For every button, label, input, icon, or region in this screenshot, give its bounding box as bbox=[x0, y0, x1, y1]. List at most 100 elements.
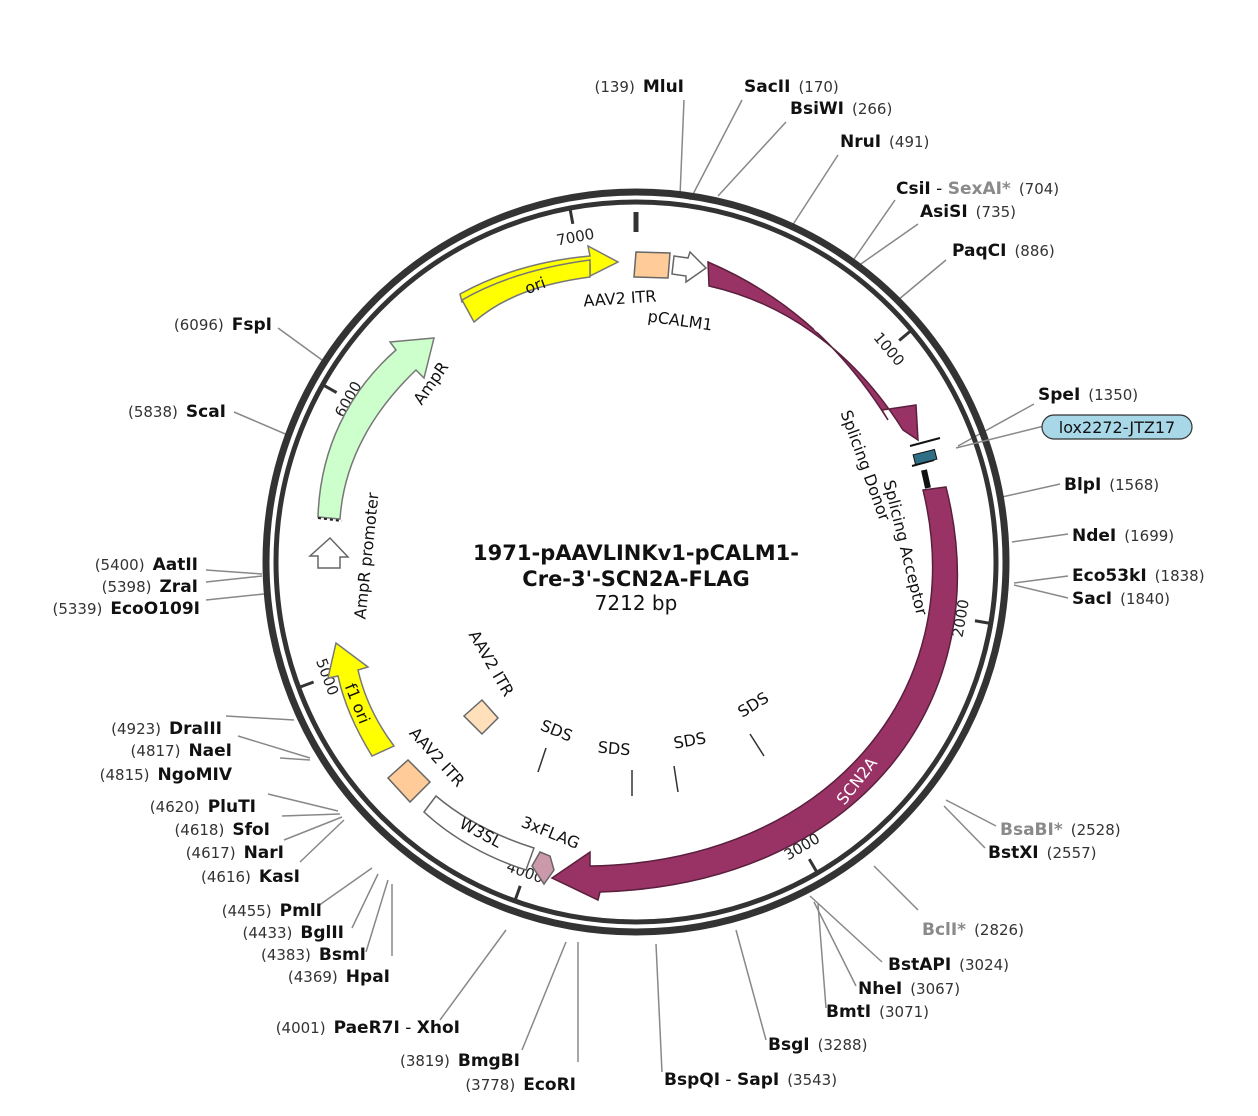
site-label: (4815) NgoMIV bbox=[100, 765, 233, 785]
tick-5000 bbox=[299, 680, 315, 689]
site-label: BstAPI (3024) bbox=[888, 955, 1009, 975]
site-name: Eco53kI bbox=[1072, 566, 1147, 586]
site-name: ZraI bbox=[159, 577, 198, 597]
site-name: FspI bbox=[232, 315, 272, 335]
site-pos: (5400) bbox=[95, 556, 145, 574]
feature-label-pcalm1: pCALM1 bbox=[647, 307, 714, 335]
site-pos: (1350) bbox=[1088, 386, 1138, 404]
site-name: EcoO109I bbox=[110, 599, 200, 619]
lox-marker bbox=[909, 437, 941, 489]
site-pos: (4923) bbox=[111, 720, 161, 738]
site-name: PaeR7I bbox=[334, 1018, 400, 1038]
site-label: (5400) AatII bbox=[95, 555, 198, 575]
site-name: DraIII bbox=[169, 719, 222, 739]
site-label: (4383) BsmI bbox=[261, 945, 366, 965]
site-name: BlpI bbox=[1064, 475, 1101, 495]
site-name: SacII bbox=[744, 77, 790, 97]
site-sep: - bbox=[720, 1070, 737, 1090]
site-label: BstXI (2557) bbox=[988, 843, 1097, 863]
site-pos: (2826) bbox=[974, 921, 1024, 939]
feature-ampr-promoter-arrow bbox=[308, 536, 350, 569]
site-pos: (4616) bbox=[201, 868, 251, 886]
backbone-outer bbox=[262, 188, 1010, 936]
site-spei: SpeI (1350) bbox=[1038, 385, 1138, 405]
site-label: PaqCI (886) bbox=[952, 241, 1055, 261]
site-scai: (5838) ScaI bbox=[128, 402, 226, 422]
site-label: (139) MluI bbox=[594, 77, 684, 97]
site-ecori: (3778) EcoRI bbox=[465, 1075, 576, 1095]
site-pos: (3288) bbox=[818, 1036, 868, 1054]
backbone-inner bbox=[273, 199, 999, 925]
site-label: SacII (170) bbox=[744, 77, 839, 97]
site-ecoo109i: (5339) EcoO109I bbox=[52, 599, 200, 619]
site-label: (4433) BglII bbox=[243, 923, 345, 943]
site-label: (3778) EcoRI bbox=[465, 1075, 576, 1095]
site-label: (6096) FspI bbox=[174, 315, 272, 335]
site-bsmi: (4383) BsmI bbox=[261, 945, 366, 965]
site-label: (5838) ScaI bbox=[128, 402, 226, 422]
feature-scn2a-arrow bbox=[550, 486, 959, 902]
feature-label-aav2-itr-inner: AAV2 ITR bbox=[465, 627, 518, 700]
site-bstxi: BstXI (2557) bbox=[988, 843, 1097, 863]
lox-leader bbox=[955, 425, 1045, 449]
site-pos: (4433) bbox=[243, 924, 293, 942]
site-name: ScaI bbox=[186, 402, 226, 422]
sds-tick-3 bbox=[673, 765, 679, 793]
site-paer7i: (4001) PaeR7I - XhoI bbox=[276, 1018, 460, 1038]
site-label: BsgI (3288) bbox=[768, 1035, 867, 1055]
site-name: NdeI bbox=[1072, 526, 1116, 546]
site-pos: (5838) bbox=[128, 403, 178, 421]
feature-label-splicing-acceptor: Splicing Acceptor bbox=[879, 478, 931, 618]
site-pos: (1699) bbox=[1124, 527, 1174, 545]
site-saci: SacI (1840) bbox=[1072, 589, 1170, 609]
site-name: SfoI bbox=[232, 820, 270, 840]
site-pos: (5339) bbox=[52, 600, 102, 618]
site-label: BmtI (3071) bbox=[826, 1002, 929, 1022]
site-eco53ki: Eco53kI (1838) bbox=[1072, 566, 1205, 586]
feature-aav2-itr-inner bbox=[462, 698, 500, 736]
site-label: Eco53kI (1838) bbox=[1072, 566, 1205, 586]
feature-cre-arrow bbox=[707, 260, 919, 442]
site-sacii: SacII (170) bbox=[744, 77, 839, 97]
sds-tick-1 bbox=[537, 747, 547, 773]
site-fspi: (6096) FspI bbox=[174, 315, 272, 335]
plasmid-name-line1: 1971-pAAVLINKv1-pCALM1- bbox=[473, 541, 799, 565]
site-asisi: AsiSI (735) bbox=[920, 202, 1016, 222]
site-name: BsmI bbox=[319, 945, 366, 965]
site-bsgi: BsgI (3288) bbox=[768, 1035, 867, 1055]
site-ngomiv: (4815) NgoMIV bbox=[100, 765, 233, 785]
site-name: PluTI bbox=[208, 797, 256, 817]
site-sfoi: (4618) SfoI bbox=[174, 820, 270, 840]
site-pos: (1840) bbox=[1120, 590, 1170, 608]
site-label: CsiI - SexAI* (704) bbox=[896, 179, 1059, 199]
tick-1000 bbox=[898, 330, 911, 342]
site-name: PaqCI bbox=[952, 241, 1006, 261]
site-pos: (6096) bbox=[174, 316, 224, 334]
site-pos: (491) bbox=[889, 133, 929, 151]
site-name: NarI bbox=[244, 843, 284, 863]
site-pos: (266) bbox=[852, 100, 892, 118]
feature-label-sds-1: SDS bbox=[538, 716, 575, 746]
feature-f1ori-arrow bbox=[327, 641, 396, 757]
site-sep: - bbox=[931, 179, 948, 199]
site-label: (5339) EcoO109I bbox=[52, 599, 200, 619]
site-pos: (4815) bbox=[100, 766, 150, 784]
site-paqci: PaqCI (886) bbox=[952, 241, 1055, 261]
site-label: NruI (491) bbox=[840, 132, 929, 152]
site-pluti: (4620) PluTI bbox=[150, 797, 256, 817]
site-aatii: (5400) AatII bbox=[95, 555, 198, 575]
site-label: (4817) NaeI bbox=[131, 741, 232, 761]
site-label: (4617) NarI bbox=[186, 843, 284, 863]
plasmid-size: 7212 bp bbox=[595, 591, 678, 615]
site-pos: (735) bbox=[976, 203, 1016, 221]
site-label: (4923) DraIII bbox=[111, 719, 222, 739]
feature-label-cre: Cre bbox=[808, 315, 841, 347]
site-csii: CsiI - SexAI* (704) bbox=[896, 179, 1059, 199]
site-name: SapI bbox=[737, 1070, 779, 1090]
site-label: (4455) PmlI bbox=[222, 901, 322, 921]
site-ndei: NdeI (1699) bbox=[1072, 526, 1174, 546]
site-zrai: (5398) ZraI bbox=[102, 577, 198, 597]
site-label: BclI* (2826) bbox=[922, 920, 1024, 940]
tick-label-7000: 7000 bbox=[555, 225, 596, 250]
